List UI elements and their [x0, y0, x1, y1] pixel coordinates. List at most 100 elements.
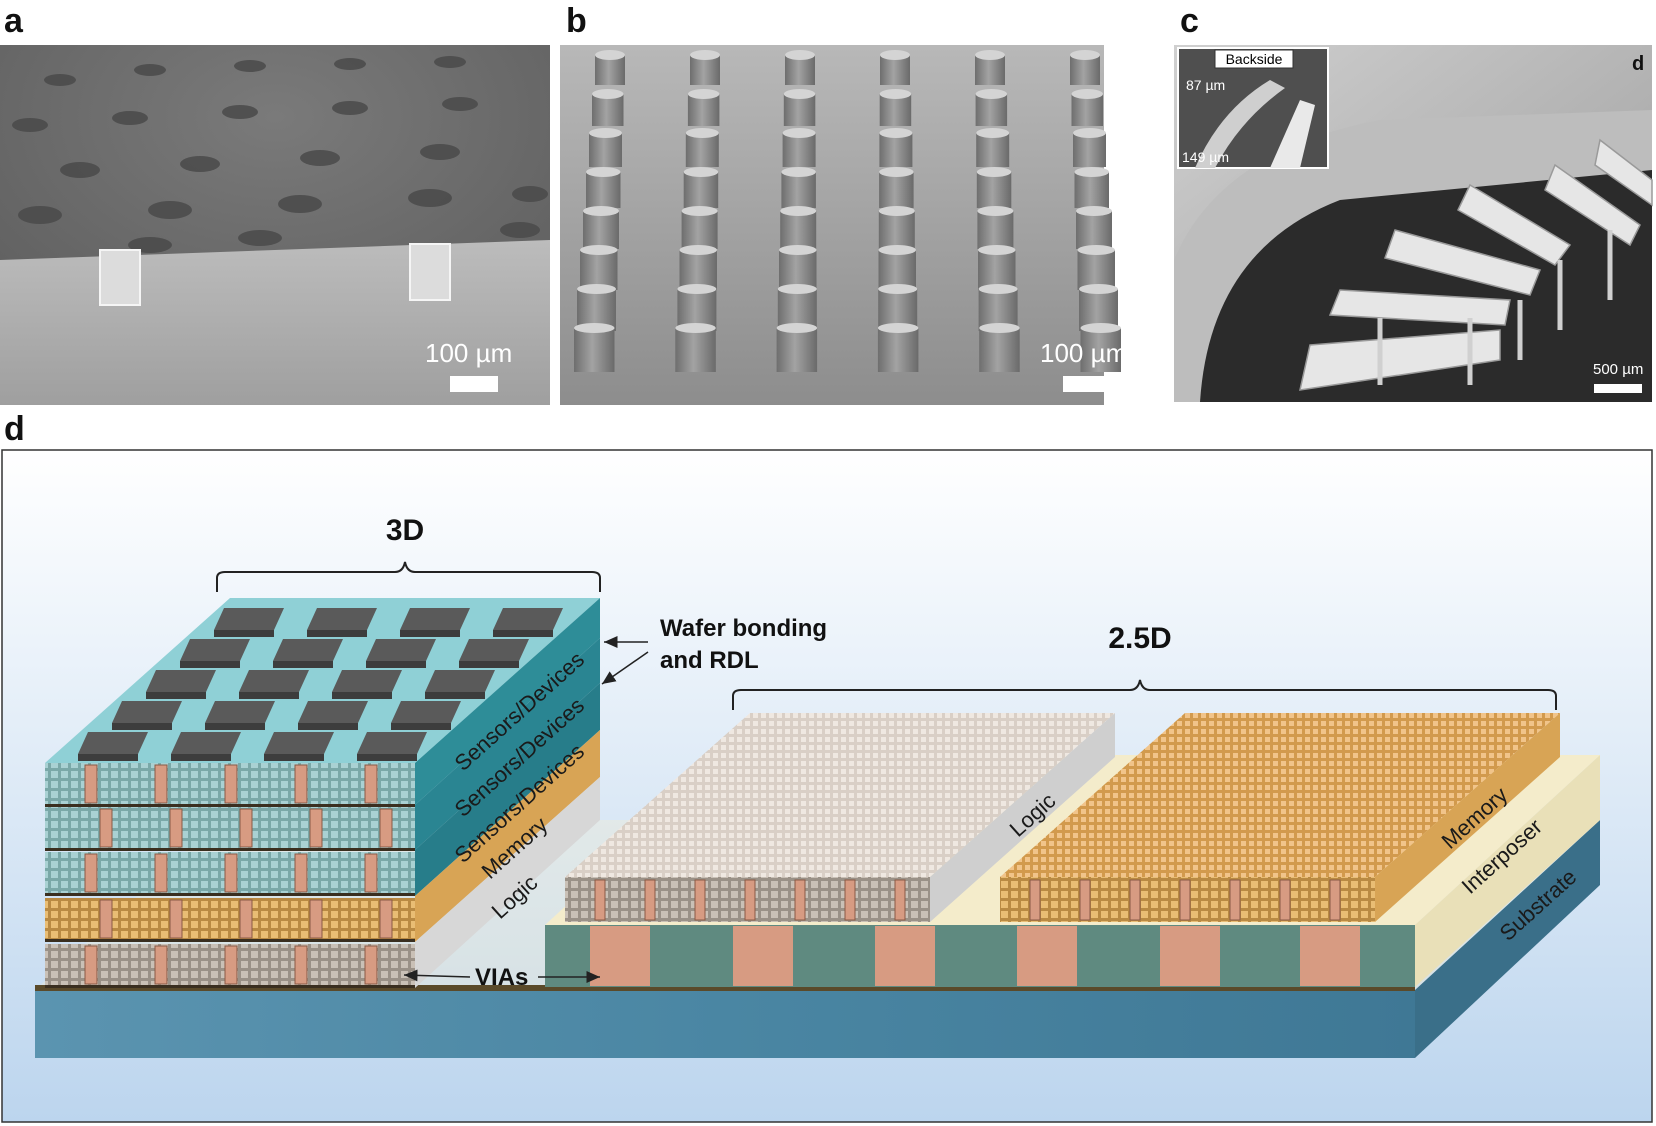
bond-pad-edge: [264, 754, 324, 761]
bond-pad: [332, 670, 402, 692]
panel-c-inset-title: Backside: [1226, 51, 1283, 67]
bond-pad: [112, 701, 182, 723]
pillar: [580, 250, 618, 290]
pillar: [683, 172, 719, 208]
bracket-25d: [732, 679, 1557, 710]
bond-pad: [273, 639, 343, 661]
pillar: [583, 211, 619, 249]
header-25d: 2.5D: [1108, 622, 1171, 655]
pillar-top: [785, 50, 815, 60]
pillar: [679, 250, 717, 290]
bond-pad: [264, 732, 334, 754]
bond-pad: [146, 670, 216, 692]
panel-b-label: b: [566, 2, 587, 40]
bond-pad-edge: [205, 723, 265, 730]
stack-layer-bond: [45, 848, 415, 851]
bond-pad: [78, 732, 148, 754]
pillar: [781, 172, 816, 208]
bond-pad-edge: [78, 754, 138, 761]
memory-25d-side: [1375, 713, 1560, 922]
pillar-top: [1073, 128, 1106, 138]
memory-microvia: [1029, 879, 1041, 921]
memory-microvia: [1329, 879, 1341, 921]
bond-pad: [425, 670, 495, 692]
panel-a: 100 µm: [0, 45, 550, 405]
bond-pad-edge: [214, 630, 274, 637]
logic-25d-side: [930, 713, 1115, 922]
pillar-top: [1071, 89, 1103, 99]
annotation-bonding-line-2: and RDL: [660, 647, 759, 674]
pillar-top: [878, 284, 918, 294]
panel-b: 100 µm: [560, 45, 1127, 405]
pillar: [779, 250, 817, 290]
bond-pad-edge: [391, 723, 451, 730]
pillar-top: [583, 206, 619, 216]
pillar: [687, 94, 720, 126]
stack-via: [309, 808, 323, 848]
pillar-top: [1079, 284, 1118, 294]
panel-a-vias: [99, 243, 451, 306]
bond-pad: [298, 701, 368, 723]
pillar-top: [681, 206, 718, 216]
bond-pad-edge: [493, 630, 553, 637]
pillar-top: [879, 128, 913, 138]
bond-pad-edge: [146, 692, 206, 699]
panel-c-label: c: [1180, 2, 1199, 40]
logic-microvia: [594, 879, 606, 921]
bond-pad: [400, 608, 470, 630]
bond-pad-edge: [459, 661, 519, 668]
pillar: [1076, 211, 1112, 249]
interposer-side: [1415, 755, 1600, 987]
bond-pad-edge: [366, 661, 426, 668]
panel-a-scale-text: 100 µm: [425, 338, 512, 368]
pillar: [685, 133, 719, 167]
bond-pad: [171, 732, 241, 754]
bracket-3d: [216, 561, 601, 592]
pillar-top: [781, 167, 816, 177]
pillar: [877, 328, 919, 372]
bond-pad-edge: [112, 723, 172, 730]
memory-microvia: [1079, 879, 1091, 921]
pillar: [1074, 172, 1109, 208]
pillar: [978, 250, 1016, 290]
stack-via: [364, 945, 378, 985]
panel-a-holes: [12, 56, 548, 253]
stack-layer-bond: [45, 939, 415, 942]
panel-b-scale-bar: [1063, 376, 1111, 392]
pillar: [976, 172, 1012, 208]
bond-pad-edge: [171, 754, 231, 761]
pillar: [586, 172, 621, 208]
pillar-top: [879, 167, 914, 177]
bond-pad-edge: [273, 661, 333, 668]
substrate-front: [35, 990, 1415, 1058]
panel-c-corner-label: d: [1632, 53, 1644, 75]
header-3d: 3D: [386, 514, 424, 547]
stack-via: [99, 899, 113, 939]
stack-via: [84, 945, 98, 985]
bond-pad: [205, 701, 275, 723]
pillar: [977, 211, 1014, 249]
pillar-top: [1080, 323, 1121, 333]
pillar: [776, 328, 818, 372]
pillar-top: [879, 89, 912, 99]
memory-microvia: [1129, 879, 1141, 921]
panel-a-scale-bar: [450, 376, 498, 392]
panel-c-inset-dim-2: 149 µm: [1182, 149, 1229, 165]
memory-microvia: [1179, 879, 1191, 921]
stack-via: [169, 899, 183, 939]
panel-c-inset: Backside 87 µm 149 µm: [1177, 47, 1329, 169]
pillar-top: [1070, 50, 1100, 60]
logic-microvia: [744, 879, 756, 921]
pillar-top: [1074, 167, 1109, 177]
memory-25d-top: [1000, 713, 1560, 877]
stack-via: [364, 853, 378, 893]
pillar-top: [783, 89, 816, 99]
stack-via: [224, 853, 238, 893]
pillar: [979, 328, 1020, 372]
pillar-top: [975, 50, 1005, 60]
logic-25d-vias: [594, 879, 906, 921]
panel-b-pillars: [574, 50, 1121, 372]
interposer-vias: [590, 926, 1360, 986]
pillar-top: [683, 167, 719, 177]
annotation-bonding-line-1: Wafer bonding: [660, 615, 827, 642]
